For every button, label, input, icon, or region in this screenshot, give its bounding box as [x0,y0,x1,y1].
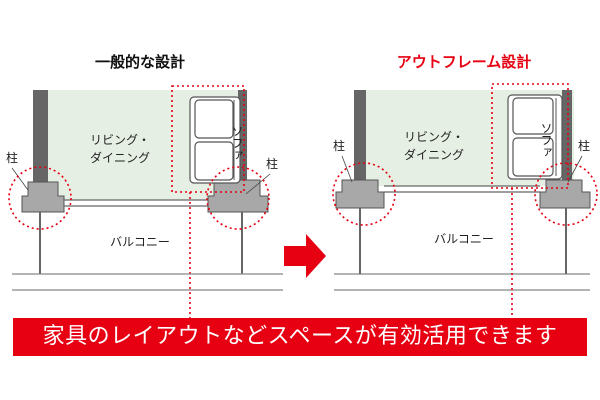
right-sofa-label: ソファ [539,122,553,158]
left-sofa-highlight [171,85,245,193]
right-pillar-highlight-left [332,162,396,226]
left-pillar-label-right: 柱 [266,156,278,171]
right-pillar-leader-left [341,155,353,183]
transition-arrow [284,234,326,278]
right-sofa [507,94,563,180]
right-pillar-highlight-right [534,162,598,226]
left-panel: 一般的な設計 ソファ リビング・ ダイニング 柱 柱 バルコニー [6,53,278,318]
left-pillar-highlight-right [206,166,270,230]
right-pillar-label-right: 柱 [578,138,590,153]
right-pillar-left [335,179,385,209]
right-title: アウトフレーム設計 [397,53,532,71]
right-balcony-label: バルコニー [434,232,494,246]
left-pillar-leader-left [11,167,29,191]
left-wall-right [238,90,247,190]
left-room-label-2: ダイニング [90,150,150,165]
left-room-label-1: リビング・ [90,133,150,147]
left-pillar-highlight-left [8,166,72,230]
summary-banner: 家具のレイアウトなどスペースが有効活用できます [13,318,587,356]
right-pillar-label-left: 柱 [333,138,345,153]
right-wall-left [354,90,366,190]
left-pillar-left [21,181,65,213]
right-pillar-leader-right [567,155,583,183]
right-room-label-1: リビング・ [404,130,464,144]
right-room-label-2: ダイニング [404,147,464,162]
left-sofa-label: ソファ [230,125,244,161]
left-pillar-leader-right [245,173,271,195]
right-panel: アウトフレーム設計 ソファ リビング・ ダイニング 柱 柱 バルコニー [332,53,598,318]
right-wall-right [562,90,572,190]
left-pillar-right [207,179,269,213]
left-wall-left [33,90,48,190]
left-balcony-label: バルコニー [110,235,170,249]
left-pillar-label-left: 柱 [6,150,18,165]
right-pillar-right [539,179,591,209]
left-title: 一般的な設計 [95,53,185,71]
